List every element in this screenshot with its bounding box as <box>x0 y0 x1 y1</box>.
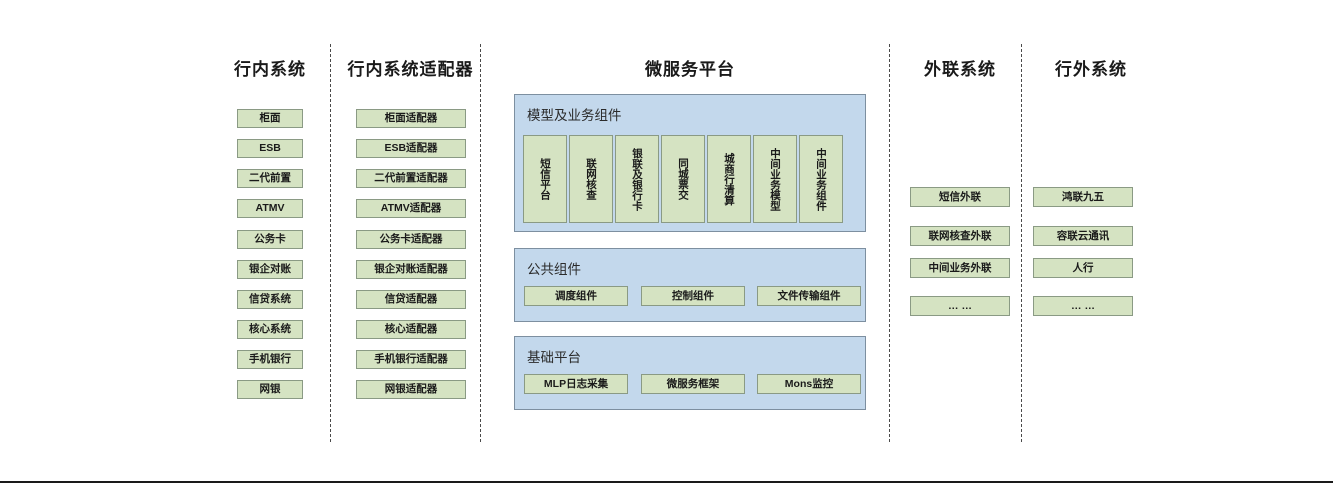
node-intra-bank-adapter[interactable]: 核心适配器 <box>356 320 466 339</box>
node-model-business-component[interactable]: 银联及银行卡 <box>615 135 659 223</box>
node-intra-bank-system[interactable]: 银企对账 <box>237 260 303 279</box>
node-outside-bank-system[interactable]: 鸿联九五 <box>1033 187 1133 207</box>
node-model-business-component[interactable]: 同城票交 <box>661 135 705 223</box>
bottom-rule <box>0 481 1333 483</box>
panel-title-model-business-components: 模型及业务组件 <box>527 108 622 123</box>
node-intra-bank-system[interactable]: 二代前置 <box>237 169 303 188</box>
node-intra-bank-adapter[interactable]: 网银适配器 <box>356 380 466 399</box>
node-intra-bank-adapter[interactable]: 手机银行适配器 <box>356 350 466 369</box>
node-model-business-component[interactable]: 中间业务组件 <box>799 135 843 223</box>
column-header-outside-bank-systems: 行外系统 <box>1055 60 1127 79</box>
node-outside-bank-system[interactable]: … … <box>1033 296 1133 316</box>
node-intra-bank-adapter[interactable]: 二代前置适配器 <box>356 169 466 188</box>
node-base-platform-component[interactable]: Mons监控 <box>757 374 861 394</box>
node-intra-bank-system[interactable]: 手机银行 <box>237 350 303 369</box>
column-header-intra-bank-systems: 行内系统 <box>234 60 306 79</box>
node-intra-bank-system[interactable]: ESB <box>237 139 303 158</box>
node-intra-bank-adapter[interactable]: 信贷适配器 <box>356 290 466 309</box>
node-intra-bank-system[interactable]: ATMV <box>237 199 303 218</box>
node-public-component[interactable]: 调度组件 <box>524 286 628 306</box>
column-header-intra-bank-adapters: 行内系统适配器 <box>347 60 474 79</box>
node-external-link-system[interactable]: 联网核查外联 <box>910 226 1010 246</box>
node-external-link-system[interactable]: 短信外联 <box>910 187 1010 207</box>
node-intra-bank-adapter[interactable]: 柜面适配器 <box>356 109 466 128</box>
panel-base-platform: 基础平台 <box>514 336 866 410</box>
node-intra-bank-system[interactable]: 柜面 <box>237 109 303 128</box>
panel-public-components: 公共组件 <box>514 248 866 322</box>
node-intra-bank-adapter[interactable]: 公务卡适配器 <box>356 230 466 249</box>
node-public-component[interactable]: 控制组件 <box>641 286 745 306</box>
node-base-platform-component[interactable]: 微服务框架 <box>641 374 745 394</box>
node-intra-bank-adapter[interactable]: ESB适配器 <box>356 139 466 158</box>
node-intra-bank-adapter[interactable]: 银企对账适配器 <box>356 260 466 279</box>
node-model-business-component[interactable]: 短信平台 <box>523 135 567 223</box>
panel-title-base-platform: 基础平台 <box>527 350 581 365</box>
node-base-platform-component[interactable]: MLP日志采集 <box>524 374 628 394</box>
node-external-link-system[interactable]: … … <box>910 296 1010 316</box>
column-divider-3 <box>889 44 890 442</box>
node-model-business-component[interactable]: 中间业务模型 <box>753 135 797 223</box>
column-divider-1 <box>330 44 331 442</box>
node-external-link-system[interactable]: 中间业务外联 <box>910 258 1010 278</box>
panel-title-public-components: 公共组件 <box>527 262 581 277</box>
node-intra-bank-system[interactable]: 核心系统 <box>237 320 303 339</box>
node-model-business-component[interactable]: 联网核查 <box>569 135 613 223</box>
node-intra-bank-system[interactable]: 公务卡 <box>237 230 303 249</box>
node-public-component[interactable]: 文件传输组件 <box>757 286 861 306</box>
node-outside-bank-system[interactable]: 人行 <box>1033 258 1133 278</box>
column-header-external-link-systems: 外联系统 <box>924 60 996 79</box>
column-divider-2 <box>480 44 481 442</box>
column-header-microservice-platform: 微服务平台 <box>645 60 735 79</box>
node-model-business-component[interactable]: 城商行清算 <box>707 135 751 223</box>
node-intra-bank-system[interactable]: 信贷系统 <box>237 290 303 309</box>
node-outside-bank-system[interactable]: 容联云通讯 <box>1033 226 1133 246</box>
node-intra-bank-adapter[interactable]: ATMV适配器 <box>356 199 466 218</box>
column-divider-4 <box>1021 44 1022 442</box>
node-intra-bank-system[interactable]: 网银 <box>237 380 303 399</box>
